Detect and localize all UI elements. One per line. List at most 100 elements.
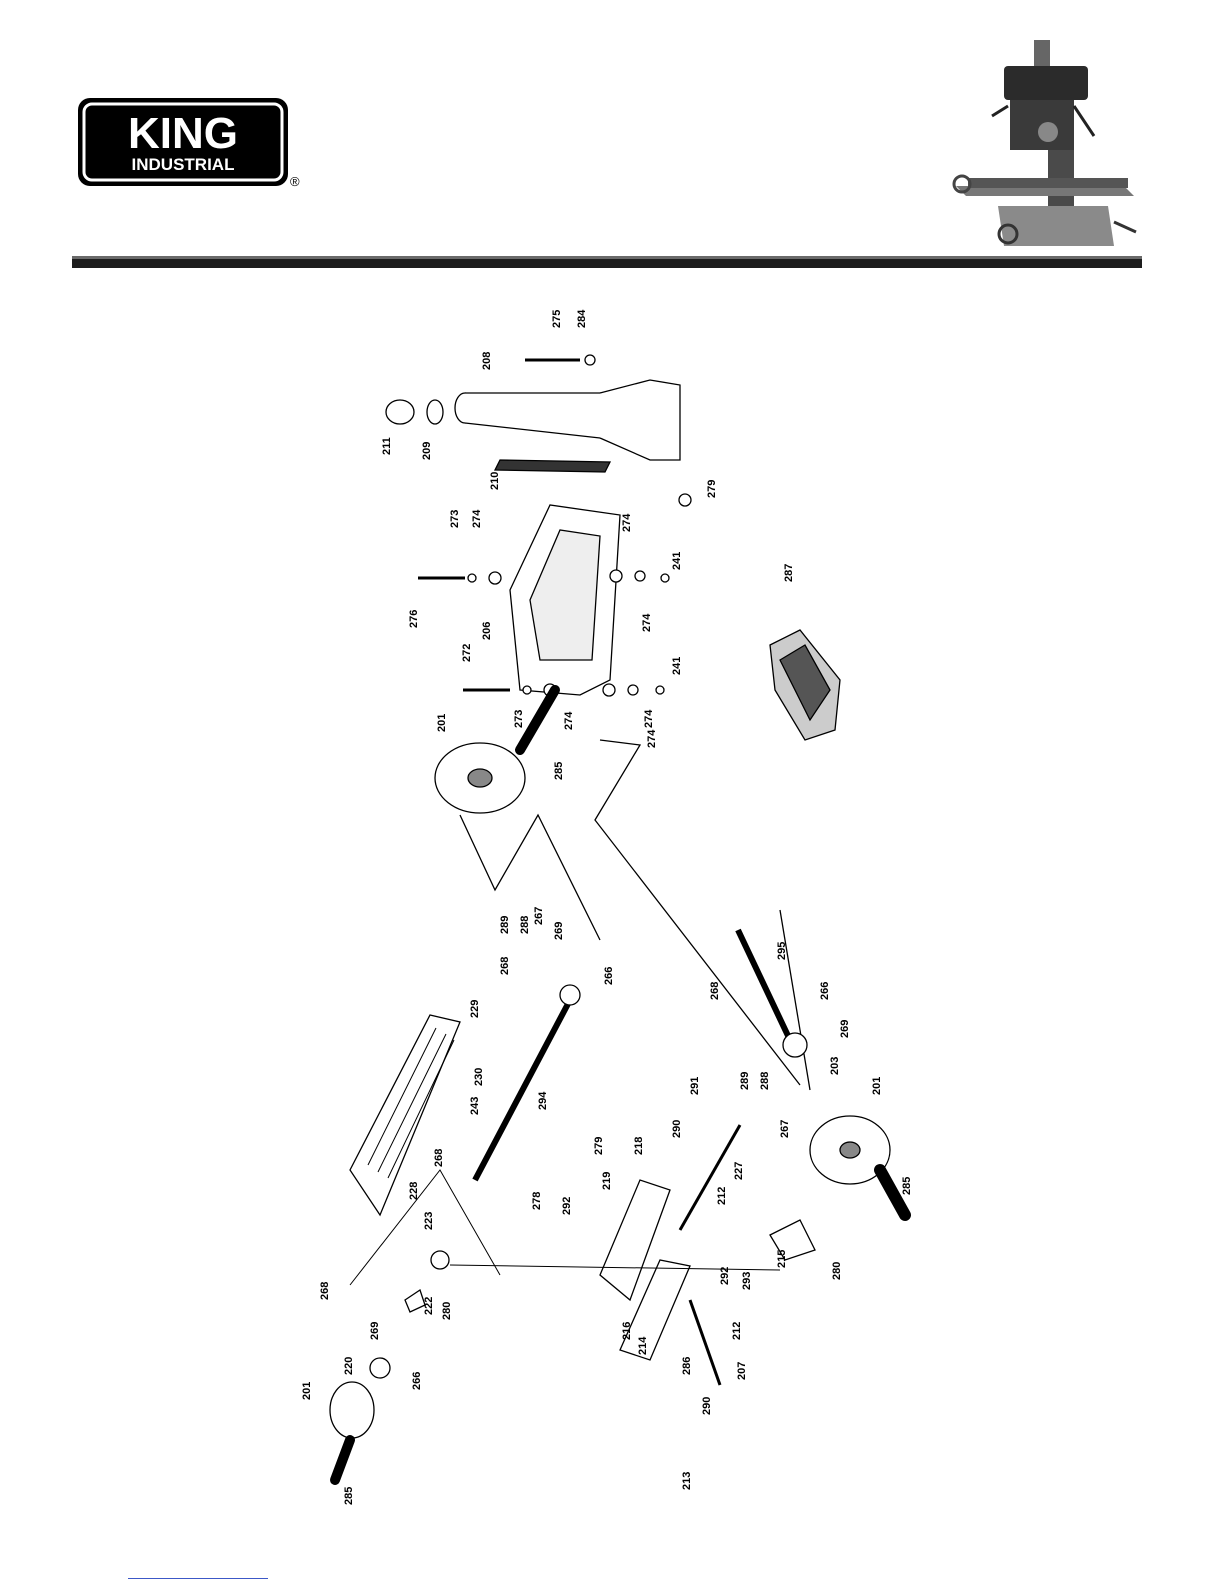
- part-number-label: 274: [563, 711, 575, 730]
- part-number-label: 275: [551, 310, 563, 328]
- part-number-label: 223: [423, 1212, 435, 1230]
- part-number-label: 241: [671, 657, 683, 675]
- part-number-label: 212: [716, 1187, 728, 1205]
- washer-273: [467, 573, 477, 583]
- nut-241b: [655, 685, 665, 695]
- part-number-label: 266: [603, 967, 615, 985]
- part-number-label: 266: [819, 982, 831, 1000]
- part-number-label: 288: [519, 916, 531, 934]
- part-number-label: 273: [449, 510, 461, 528]
- part-number-label: 215: [776, 1250, 788, 1268]
- part-number-label: 216: [621, 1322, 633, 1340]
- header-rule: [72, 256, 1142, 268]
- gib-strip-210: [493, 459, 612, 473]
- washer-274e: [602, 683, 616, 697]
- part-number-label: 203: [829, 1057, 841, 1075]
- dial-220: [369, 1357, 391, 1379]
- handle-285-bottom: [330, 1435, 355, 1485]
- bracket-203: [782, 1032, 808, 1058]
- part-number-label: 288: [759, 1072, 771, 1090]
- ring-part-209: [426, 399, 444, 425]
- part-number-label: 279: [706, 480, 718, 498]
- part-number-label: 274: [646, 729, 658, 748]
- part-number-label: 278: [531, 1192, 543, 1210]
- part-number-label: 268: [499, 957, 511, 975]
- base-casting-inner: [529, 529, 601, 661]
- gib-227: [678, 1124, 742, 1231]
- part-number-label: 276: [408, 610, 420, 628]
- part-number-label: 219: [601, 1172, 613, 1190]
- nut-241: [660, 573, 670, 583]
- part-number-label: 241: [671, 552, 683, 570]
- part-number-label: 289: [739, 1072, 751, 1090]
- part-number-label: 287: [783, 564, 795, 582]
- gib-207: [688, 1299, 722, 1386]
- saddle-216: [619, 1259, 691, 1361]
- column-tube: [464, 392, 621, 439]
- table-228: [349, 1014, 461, 1217]
- part-number-label: 243: [469, 1097, 481, 1115]
- washer-274c: [634, 570, 646, 582]
- part-number-label: 201: [301, 1382, 313, 1400]
- part-number-label: 267: [779, 1120, 791, 1138]
- part-number-label: 293: [741, 1272, 753, 1290]
- part-number-label: 269: [369, 1322, 381, 1340]
- part-number-label: 212: [731, 1322, 743, 1340]
- registered-mark: ®: [290, 174, 300, 189]
- bottom-link-underline: [128, 1578, 268, 1579]
- milling-machine-illustration: [952, 40, 1137, 246]
- bracket-294: [559, 984, 581, 1006]
- part-number-label: 284: [576, 309, 588, 328]
- part-number-label: 274: [471, 509, 483, 528]
- saddle-218: [599, 1179, 671, 1302]
- king-industrial-logo: KING INDUSTRIAL: [78, 98, 288, 186]
- part-number-label: 220: [343, 1357, 355, 1375]
- part-number-label: 210: [489, 472, 501, 490]
- bracket-215: [769, 1219, 816, 1261]
- part-number-label: 280: [441, 1302, 453, 1320]
- part-number-label: 230: [473, 1068, 485, 1086]
- part-number-label: 274: [621, 513, 633, 532]
- part-number-label: 201: [436, 714, 448, 732]
- header-rule-highlight: [72, 256, 1142, 259]
- part-number-label: 280: [831, 1262, 843, 1280]
- part-number-label: 272: [461, 644, 473, 662]
- washer-274b: [609, 569, 623, 583]
- bracket-223: [430, 1250, 450, 1270]
- part-number-label: 211: [381, 437, 393, 455]
- part-number-label: 214: [637, 1336, 649, 1355]
- part-number-label: 268: [319, 1282, 331, 1300]
- part-number-label: 285: [343, 1487, 355, 1505]
- part-number-label: 201: [871, 1077, 883, 1095]
- handwheel-hub-right: [839, 1141, 861, 1159]
- part-number-label: 289: [499, 916, 511, 934]
- leadscrew-295: [735, 928, 793, 1042]
- washer-284: [584, 354, 596, 366]
- part-number-label: 228: [408, 1182, 420, 1200]
- part-number-label: 266: [411, 1372, 423, 1390]
- part-number-label: 209: [421, 442, 433, 460]
- diagram-shapes: [329, 354, 911, 1485]
- part-number-label: 229: [469, 1000, 481, 1018]
- part-number-label: 273: [513, 710, 525, 728]
- column-base-flange: [599, 379, 681, 461]
- handle-285-right: [874, 1164, 911, 1221]
- part-number-label: 279: [593, 1137, 605, 1155]
- horizontal-leader: [449, 1264, 781, 1271]
- part-number-label: 206: [481, 622, 493, 640]
- washer-274: [488, 571, 502, 585]
- handle-285-top: [515, 685, 560, 755]
- washer-274f: [627, 684, 639, 696]
- part-number-label: 285: [553, 762, 565, 780]
- part-number-label: 294: [537, 1091, 549, 1110]
- cap-part-211: [385, 399, 415, 425]
- logo-brand: KING: [128, 109, 238, 158]
- part-number-label: 227: [733, 1162, 745, 1180]
- part-number-label: 207: [736, 1362, 748, 1380]
- bracket-222: [404, 1288, 426, 1313]
- part-number-label: 292: [719, 1267, 731, 1285]
- part-number-label: 222: [423, 1297, 435, 1315]
- table-t-slots: [367, 1027, 455, 1179]
